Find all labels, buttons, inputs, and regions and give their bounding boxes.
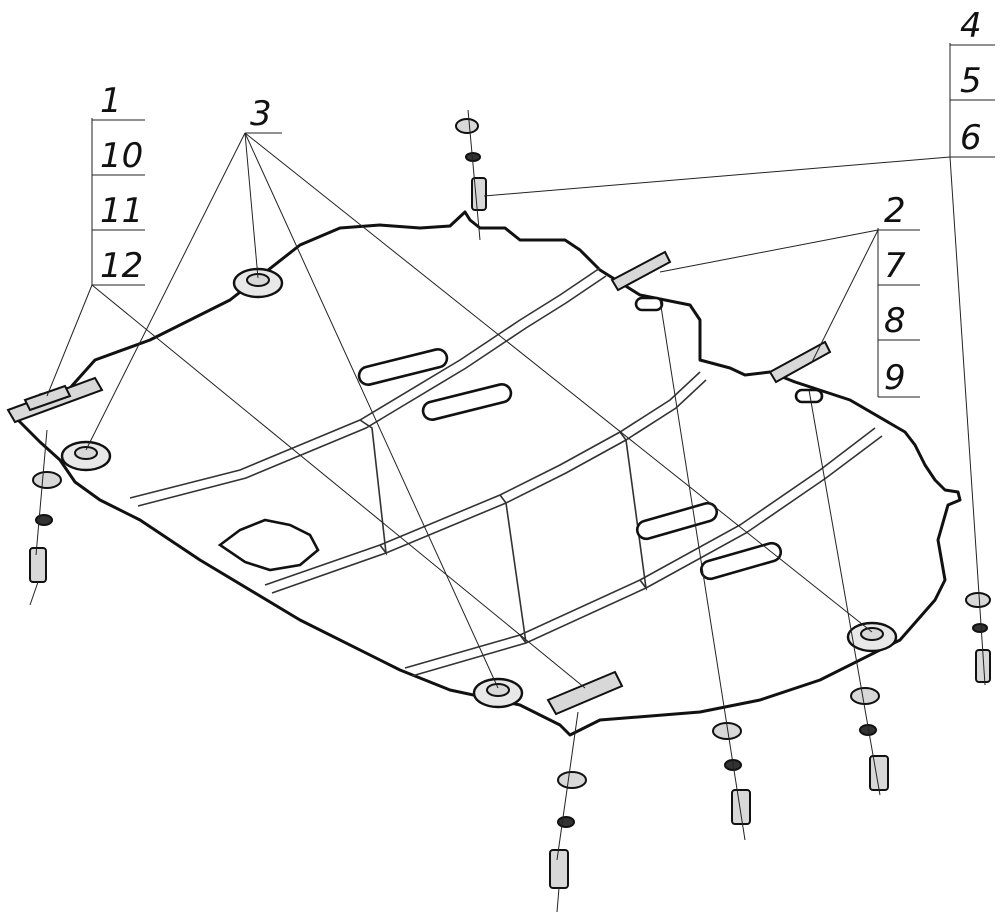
callouts-left: 1 10 11 12	[100, 81, 143, 286]
callout-9: 9	[884, 358, 906, 398]
fasteners-right	[965, 592, 991, 683]
fasteners-bottom-2	[712, 722, 751, 825]
callout-2: 2	[884, 191, 906, 231]
fasteners-bottom-1	[549, 771, 587, 913]
brackets	[6, 250, 832, 716]
stiffening-ribs	[129, 267, 883, 677]
plate-slots	[357, 296, 824, 581]
mounting-nuts	[60, 267, 898, 709]
fasteners-top	[455, 118, 487, 211]
callout-1: 1	[100, 81, 122, 121]
callout-3: 3	[250, 94, 272, 134]
leader-lines	[35, 43, 995, 861]
callout-7: 7	[884, 246, 906, 286]
callout-5: 5	[960, 61, 982, 101]
callout-12: 12	[100, 246, 143, 286]
callout-8: 8	[884, 301, 906, 341]
callout-10: 10	[100, 136, 143, 176]
callouts-right-top: 4 5 6	[960, 6, 982, 158]
callout-6: 6	[960, 118, 982, 158]
skid-plate	[16, 210, 962, 737]
fasteners-left	[29, 471, 62, 606]
callouts-right-mid: 2 7 8 9	[884, 191, 906, 398]
callout-4: 4	[960, 6, 982, 46]
fasteners-bottom-3	[850, 687, 889, 791]
callout-11: 11	[100, 191, 143, 231]
access-cutout	[217, 518, 320, 572]
